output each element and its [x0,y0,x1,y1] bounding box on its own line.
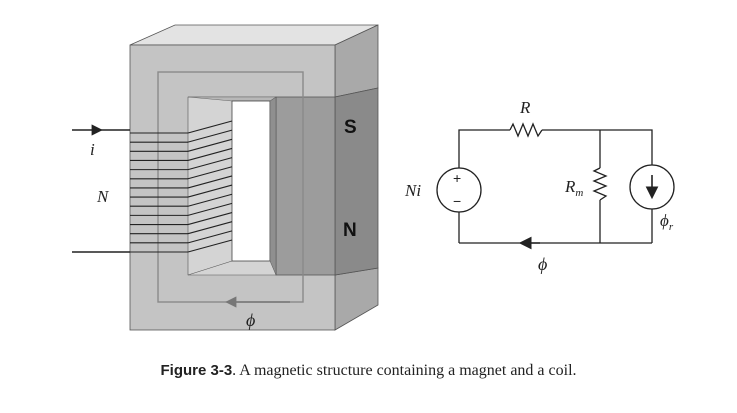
coil-turn-wrap [187,120,233,134]
source-plus: + [453,170,461,186]
coil-turn-wrap [187,157,233,171]
flux-r-main: ϕ [660,211,669,230]
core-side-face-lower [334,267,379,331]
rm-label-main: R [564,177,576,196]
magnet-pole-n: N [343,220,357,241]
resistor-label: R [519,98,531,117]
coil-turn-wrap [187,138,233,152]
core-flux-path [157,71,304,308]
coil-turn-wrap [187,129,233,143]
coil-turn-wrap [187,147,233,161]
current-label: i [90,140,95,159]
mmf-source [436,167,482,213]
resistor-r [509,122,543,138]
coil-turn-wrap [187,193,233,207]
resistor-rm [592,167,608,201]
magnet-pole-s: S [344,117,357,138]
equivalent-circuit [436,122,675,244]
coil-turn-wrap [187,239,233,253]
source-minus: − [453,193,461,209]
flux-r-sub: r [669,221,674,233]
turns-label: N [96,187,110,206]
coil-turn-wrap [187,212,233,226]
permanent-magnet [275,96,336,276]
rm-label: Rm [564,177,583,199]
magnet-window-face [269,96,277,276]
figure-number: Figure 3-3 [160,362,233,379]
coil-turn-wrap [187,175,233,189]
caption-text: . A magnetic structure containing a magn… [232,362,577,379]
coil-turn-wrap [187,184,233,198]
coil-turn-wrap [187,202,233,216]
loop-flux-label: ϕ [538,254,547,274]
magnetic-core [129,24,379,331]
coil-windings [130,120,233,253]
coil-turn-wrap [187,230,233,244]
figure-caption: Figure 3-3. A magnetic structure contain… [0,362,737,380]
coil-turn-wrap [187,221,233,235]
core-flux-label: ϕ [246,310,255,330]
core-window [231,100,271,262]
rm-label-sub: m [575,187,583,199]
source-label: Ni [404,181,421,200]
coil-turn-wrap [187,166,233,180]
flux-r-label: ϕr [660,211,674,233]
